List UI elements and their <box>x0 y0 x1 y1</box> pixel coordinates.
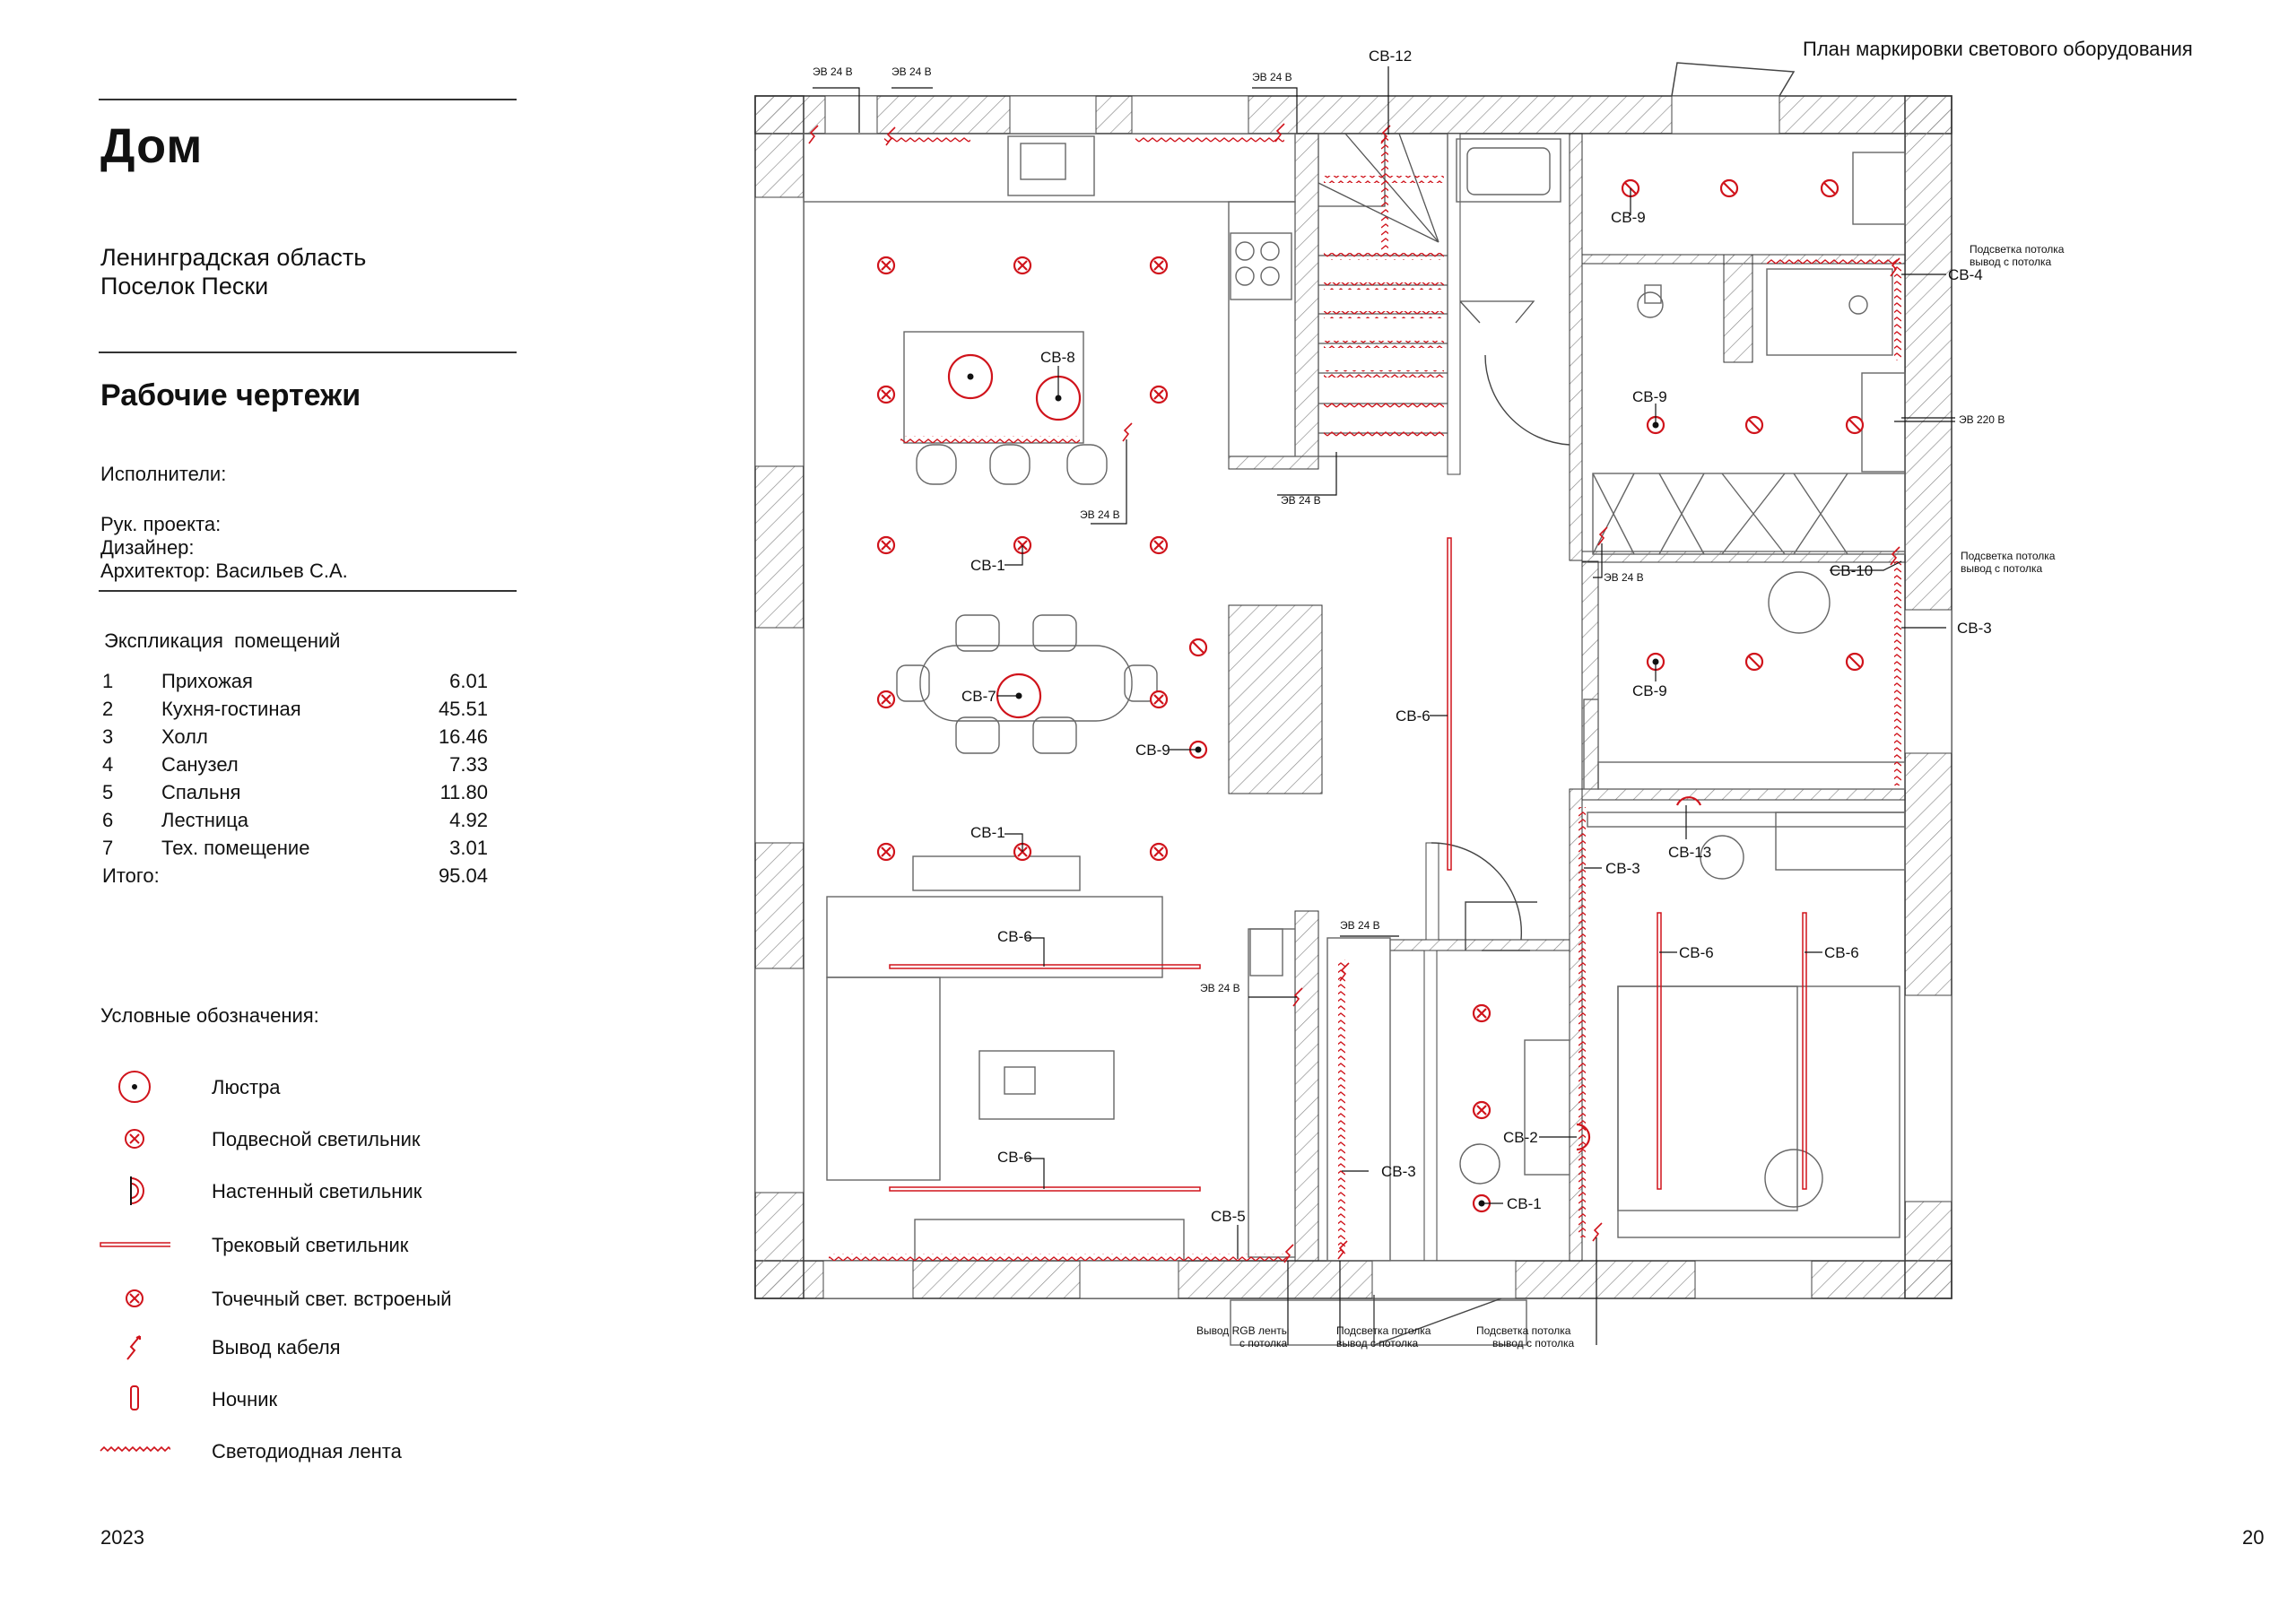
label-sv1-kitchen: СВ-1 <box>970 557 1005 574</box>
team-heading: Исполнители: <box>100 463 227 485</box>
legend-heading: Условные обозначения: <box>100 1004 319 1027</box>
label-sv3-bedroom: СВ-3 <box>1605 860 1640 877</box>
label-ceil-mid-1: Подсветка потолка <box>1961 550 2056 562</box>
label-eb24-3: ЭВ 24 В <box>1252 71 1292 83</box>
label-sv3-hall: СВ-3 <box>1381 1163 1416 1180</box>
divider-bottom <box>99 590 517 592</box>
legend-item-cable: Вывод кабеля <box>99 1329 493 1365</box>
legend-item-spot: Точечный свет. встроеный <box>99 1280 493 1316</box>
legend-item-night: Ночник <box>99 1381 493 1417</box>
chandelier-icon <box>118 1071 151 1103</box>
divider-middle <box>99 352 517 353</box>
table-total-row: Итого:95.04 <box>102 864 488 887</box>
label-sv10: СВ-10 <box>1830 562 1873 579</box>
explication-heading: Экспликация помещений <box>104 629 341 652</box>
label-sv12: СВ-12 <box>1369 48 1412 65</box>
label-eb24-4: ЭВ 24 В <box>1080 508 1120 521</box>
label-sv1-living: СВ-1 <box>970 824 1005 841</box>
label-ceil-bot2-1: Подсветка потолка <box>1476 1324 1571 1337</box>
label-ceil-bot2-2: вывод с потолка <box>1492 1337 1575 1350</box>
cable-outlet-icon <box>126 1335 141 1360</box>
divider-top <box>99 99 517 100</box>
label-ceil-mid-2: вывод с потолка <box>1961 562 2043 575</box>
legend-item-chandelier: Люстра <box>99 1069 493 1105</box>
label-sv1-hall: СВ-1 <box>1507 1195 1542 1212</box>
label-rgb-2: с потолка <box>1239 1337 1288 1350</box>
label-sv6-bed2: СВ-6 <box>1824 944 1859 961</box>
label-sv3-right: СВ-3 <box>1957 620 1992 637</box>
plan-labels: СВ-8 СВ-1 СВ-7 СВ-9 СВ-1 СВ-6 СВ-6 СВ-5 … <box>813 48 2065 1350</box>
project-title: Дом <box>100 119 204 173</box>
address-region: Ленинградская область <box>100 244 367 271</box>
label-sv6-top: СВ-6 <box>997 928 1032 945</box>
label-eb24-8: ЭВ 24 В <box>1200 982 1240 994</box>
label-sv9-island: СВ-9 <box>1135 742 1170 759</box>
footer-year: 2023 <box>100 1526 144 1549</box>
label-sv4: СВ-4 <box>1948 266 1983 283</box>
label-ceil-bot1-2: вывод с потолка <box>1336 1337 1419 1350</box>
pendant-light-icon <box>125 1129 144 1149</box>
label-eb24-2: ЭВ 24 В <box>891 65 932 78</box>
address-settlement: Поселок Пески <box>100 273 269 299</box>
team-lead: Рук. проекта: <box>100 513 222 535</box>
label-sv7: СВ-7 <box>961 688 996 705</box>
furniture <box>803 133 1906 1346</box>
label-ceil-bot1-1: Подсветка потолка <box>1336 1324 1431 1337</box>
label-rgb-1: Вывод RGB ленты <box>1196 1324 1289 1337</box>
label-sv13: СВ-13 <box>1668 844 1711 861</box>
night-light-icon <box>130 1385 139 1410</box>
label-eb24-6: ЭВ 24 В <box>1604 571 1644 584</box>
track-light-icon <box>100 1242 170 1247</box>
led-strip-icon <box>100 1445 170 1453</box>
label-sv8: СВ-8 <box>1040 349 1075 366</box>
plan-title: План маркировки светового оборудования <box>1803 38 2193 60</box>
label-eb220: ЭВ 220 В <box>1959 413 2005 426</box>
label-eb24-7: ЭВ 24 В <box>1340 919 1380 932</box>
track-lights <box>889 537 1807 1192</box>
wall-light-icon <box>130 1176 144 1205</box>
label-sv9-bath-top: СВ-9 <box>1611 209 1646 226</box>
label-sv6-hall: СВ-6 <box>1396 707 1431 725</box>
label-sv6-bed1: СВ-6 <box>1679 944 1714 961</box>
team-architect: Архитектор: Васильев С.А. <box>100 560 348 582</box>
legend-item-track: Трековый светильник <box>99 1227 493 1263</box>
callout-leaders <box>813 66 1955 1345</box>
page-number: 20 <box>2242 1526 2265 1549</box>
label-eb24-5: ЭВ 24 В <box>1281 494 1321 507</box>
label-sv2: СВ-2 <box>1503 1129 1538 1146</box>
team-designer: Дизайнер: <box>100 536 195 559</box>
legend-item-pendant: Подвесной светильник <box>99 1121 493 1157</box>
legend-item-led: Светодиодная лента <box>99 1433 493 1469</box>
label-sv9-hall: СВ-9 <box>1632 682 1667 699</box>
label-ceil-top-2: вывод с потолка <box>1970 256 2052 268</box>
label-sv9-bath: СВ-9 <box>1632 388 1667 405</box>
spot-light-icon <box>126 1289 144 1307</box>
label-ceil-top-1: Подсветка потолка <box>1970 243 2065 256</box>
label-sv6-bottom: СВ-6 <box>997 1149 1032 1166</box>
document-subtitle: Рабочие чертежи <box>100 378 361 412</box>
legend-item-wall-light: Настенный светильник <box>99 1173 493 1209</box>
exterior-walls <box>754 62 1952 1299</box>
label-sv5: СВ-5 <box>1211 1208 1246 1225</box>
led-strips <box>829 135 1901 1261</box>
label-eb24-1: ЭВ 24 В <box>813 65 853 78</box>
